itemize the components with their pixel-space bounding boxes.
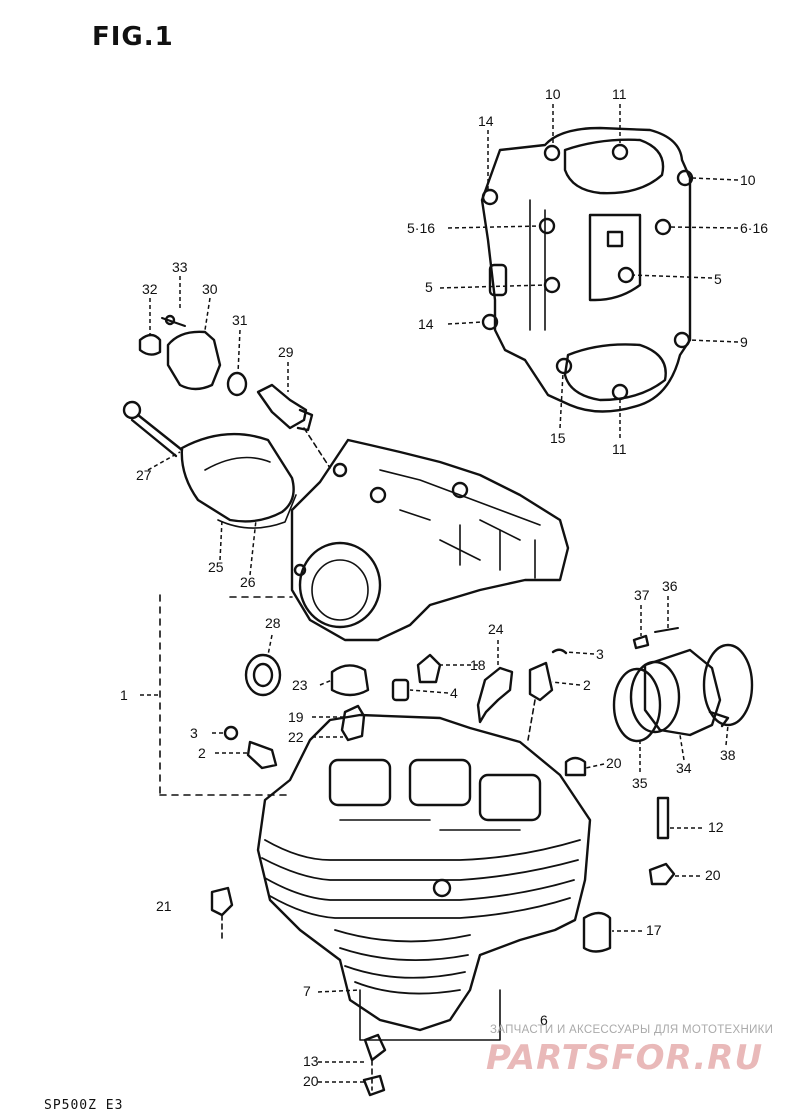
callout-label: 7 [303, 983, 311, 999]
head-cover-gasket [480, 126, 694, 413]
small-parts [223, 648, 568, 770]
fasteners-right [210, 796, 676, 953]
callout-label: 14 [418, 316, 434, 332]
callout-label: 20 [303, 1073, 319, 1089]
leader-line [267, 634, 273, 656]
bolt-hole [543, 144, 561, 162]
callout-label: 36 [662, 578, 678, 594]
callout-label: 10 [545, 86, 561, 102]
leader-line [559, 372, 564, 429]
callout-label: 17 [646, 922, 662, 938]
leader-lines [140, 104, 739, 1083]
long-bolt [122, 400, 184, 458]
callout-label: 6 [540, 1012, 548, 1028]
callout-label: 33 [172, 259, 188, 275]
bolt-hole [611, 143, 629, 161]
callout-label: 13 [303, 1053, 319, 1069]
callout-label: 19 [288, 709, 304, 725]
callout-label: 37 [634, 587, 650, 603]
leader-line [147, 451, 181, 471]
callout-label: 20 [705, 867, 721, 883]
callout-label: 15 [550, 430, 566, 446]
temperature-sensor [256, 383, 331, 469]
bolt-hole [617, 266, 635, 284]
fig-title: FIG.1 [92, 22, 174, 52]
leader-line [565, 651, 595, 655]
leader-line [447, 225, 541, 229]
callout-label: 23 [292, 677, 308, 693]
bolt-hole [481, 188, 499, 206]
callout-label: 9 [740, 334, 748, 350]
leader-line [439, 284, 546, 289]
bolt-hole [611, 383, 629, 401]
leader-line [317, 989, 361, 993]
callout-label: 34 [676, 760, 692, 776]
breather-cover-assembly [138, 314, 248, 397]
bolt-hole [538, 217, 556, 235]
leader-line [409, 689, 449, 694]
cylinder-block [256, 713, 592, 1097]
callout-label: 35 [632, 775, 648, 791]
bolt-hole [654, 218, 672, 236]
leader-line [669, 226, 739, 229]
leader-line [237, 329, 241, 374]
leader-line [585, 763, 605, 769]
callout-label: 5·16 [407, 220, 435, 236]
callout-label: 28 [265, 615, 281, 631]
callout-label: 6·16 [740, 220, 768, 236]
leader-line [249, 519, 257, 576]
bolt-hole [673, 331, 691, 349]
watermark-logo: PARTSFOR.RU [486, 1038, 764, 1078]
callout-label: 25 [208, 559, 224, 575]
callout-label: 22 [288, 729, 304, 745]
callout-label: 26 [240, 574, 256, 590]
callout-label: 11 [612, 441, 627, 457]
side-cover [180, 432, 297, 529]
leader-line [688, 339, 739, 343]
callout-label: 24 [488, 621, 504, 637]
leader-line [691, 177, 739, 181]
watermark-caption: ЗАПЧАСТИ И АКСЕССУАРЫ ДЛЯ МОТОТЕХНИКИ [490, 1024, 774, 1036]
callout-labels: 11 10 14 10 5·16 6·16 5 5 14 9 15 11 33 … [120, 86, 768, 1089]
leader-line [551, 681, 581, 686]
callout-label: 30 [202, 281, 218, 297]
bolt-hole [543, 276, 561, 294]
leader-line [319, 679, 333, 686]
callout-label: 29 [278, 344, 294, 360]
callout-label: 3 [190, 725, 198, 741]
intake-pipe [564, 627, 754, 777]
callout-label: 4 [450, 685, 458, 701]
leader-line [204, 297, 211, 331]
leader-line [632, 274, 713, 279]
bolt-hole [555, 357, 573, 375]
assembly-bracket [159, 594, 293, 796]
callout-label: 1 [120, 687, 128, 703]
leader-line [447, 321, 484, 325]
callout-label: 21 [156, 898, 172, 914]
callout-label: 27 [136, 467, 152, 483]
callout-label: 14 [478, 113, 494, 129]
leader-line [679, 734, 685, 761]
cylinder-head [290, 438, 570, 642]
footer-model-code: SP500Z E3 [44, 1098, 124, 1113]
leader-line [725, 724, 729, 746]
callout-label: 3 [596, 646, 604, 662]
callout-label: 10 [740, 172, 756, 188]
callout-label: 5 [714, 271, 722, 287]
callout-label: 5 [425, 279, 433, 295]
callout-label: 38 [720, 747, 736, 763]
callout-label: 20 [606, 755, 622, 771]
leader-line [219, 519, 223, 561]
callout-label: 11 [612, 86, 627, 102]
callout-label: 18 [470, 657, 486, 673]
callout-label: 2 [198, 745, 206, 761]
bolt-hole [676, 169, 694, 187]
callout-label: 32 [142, 281, 158, 297]
callout-label: 12 [708, 819, 724, 835]
callout-label: 2 [583, 677, 591, 693]
callout-label: 31 [232, 312, 248, 328]
